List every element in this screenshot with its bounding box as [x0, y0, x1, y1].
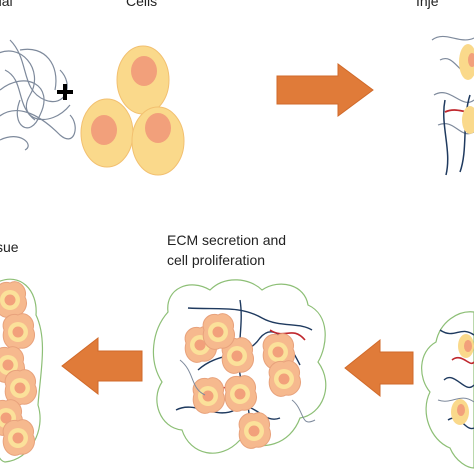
cell [131, 106, 185, 176]
label-material: rial [0, 0, 13, 9]
material-fibers [0, 39, 76, 151]
label-cells: Cells [126, 0, 158, 9]
label-injection: Inje [416, 0, 439, 9]
label-ecm-line1: ECM secretion and [167, 232, 287, 248]
arrow-right-icon [276, 63, 374, 117]
label-ecm-secretion: ECM secretion and cell proliferation [167, 230, 286, 270]
injected-mixture [431, 35, 474, 176]
arrow-left-icon [344, 338, 414, 398]
cell [80, 98, 134, 168]
label-ecm-line2: cell proliferation [167, 252, 266, 268]
cell [116, 45, 170, 115]
arrow-left-icon [61, 336, 143, 396]
plus-icon [57, 84, 73, 100]
injected-gel [421, 311, 474, 469]
cells-group [80, 45, 185, 176]
tissue-mature [0, 278, 44, 463]
label-tissue: sue [0, 239, 19, 255]
ecm-proliferation [152, 279, 327, 454]
